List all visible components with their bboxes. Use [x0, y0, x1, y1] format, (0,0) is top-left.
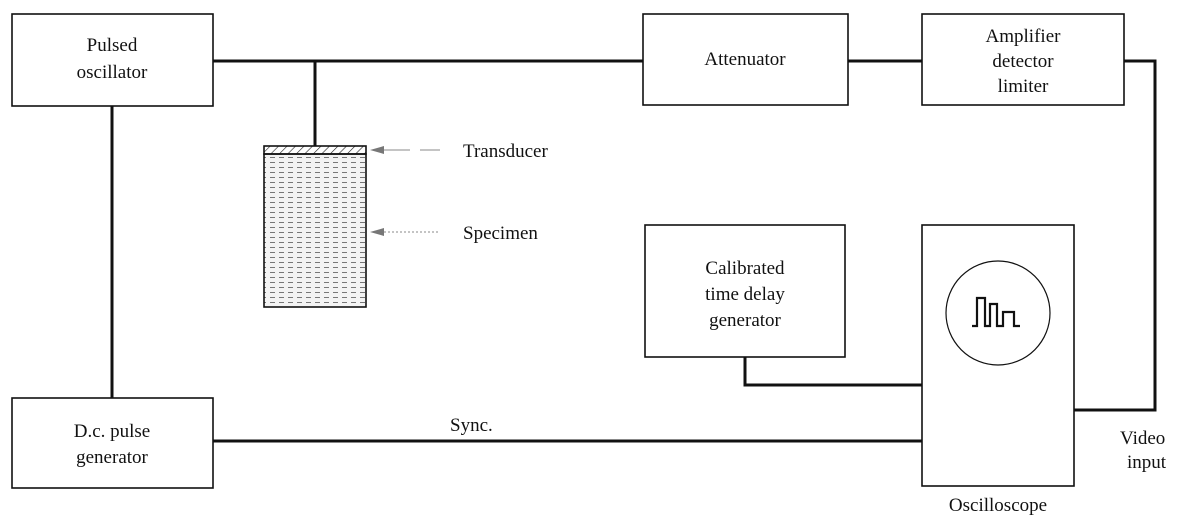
calibrated-time-delay-generator-block: Calibrated time delay generator	[644, 224, 846, 358]
video-input-label-line1: Video	[1120, 428, 1165, 449]
dc-pulse-generator-label-line2: generator	[76, 447, 148, 468]
amplifier-label-line3: limiter	[998, 76, 1049, 97]
pulsed-oscillator-block: Pulsed oscillator	[11, 13, 214, 107]
attenuator-block: Attenuator	[642, 13, 849, 106]
dc-pulse-generator-block: D.c. pulse generator	[11, 397, 214, 489]
sync-label: Sync.	[450, 415, 493, 436]
delay-generator-label-line2: time delay	[705, 284, 785, 305]
transducer-callout: Transducer	[370, 141, 548, 162]
dc-pulse-generator-label-line1: D.c. pulse	[74, 421, 151, 442]
amplifier-label-line1: Amplifier	[986, 26, 1062, 47]
specimen-arrowhead	[370, 228, 384, 236]
pulsed-oscillator-label-line1: Pulsed	[87, 35, 138, 56]
oscilloscope-label: Oscilloscope	[949, 495, 1047, 516]
delay-generator-label-line1: Calibrated	[705, 258, 785, 279]
pulsed-oscillator-label-line2: oscillator	[77, 62, 148, 83]
transducer-element	[263, 145, 367, 155]
specimen-label: Specimen	[463, 223, 538, 244]
specimen-assembly	[263, 145, 367, 308]
specimen-body	[263, 153, 367, 308]
wire-delay-oscilloscope	[743, 357, 922, 387]
pulse-waveform-icon	[972, 296, 1020, 328]
transducer-arrowhead	[370, 146, 384, 154]
transducer-label: Transducer	[463, 141, 548, 162]
specimen-callout: Specimen	[370, 223, 538, 244]
connection-lines	[110, 59, 1157, 443]
attenuator-label: Attenuator	[704, 49, 786, 70]
oscilloscope-block	[921, 224, 1075, 487]
amplifier-detector-limiter-block: Amplifier detector limiter	[921, 13, 1125, 106]
delay-generator-label-line3: generator	[709, 310, 781, 331]
wire-amplifier-video-input	[1074, 59, 1157, 412]
video-input-label-line2: input	[1127, 452, 1167, 473]
amplifier-label-line2: detector	[992, 51, 1054, 72]
